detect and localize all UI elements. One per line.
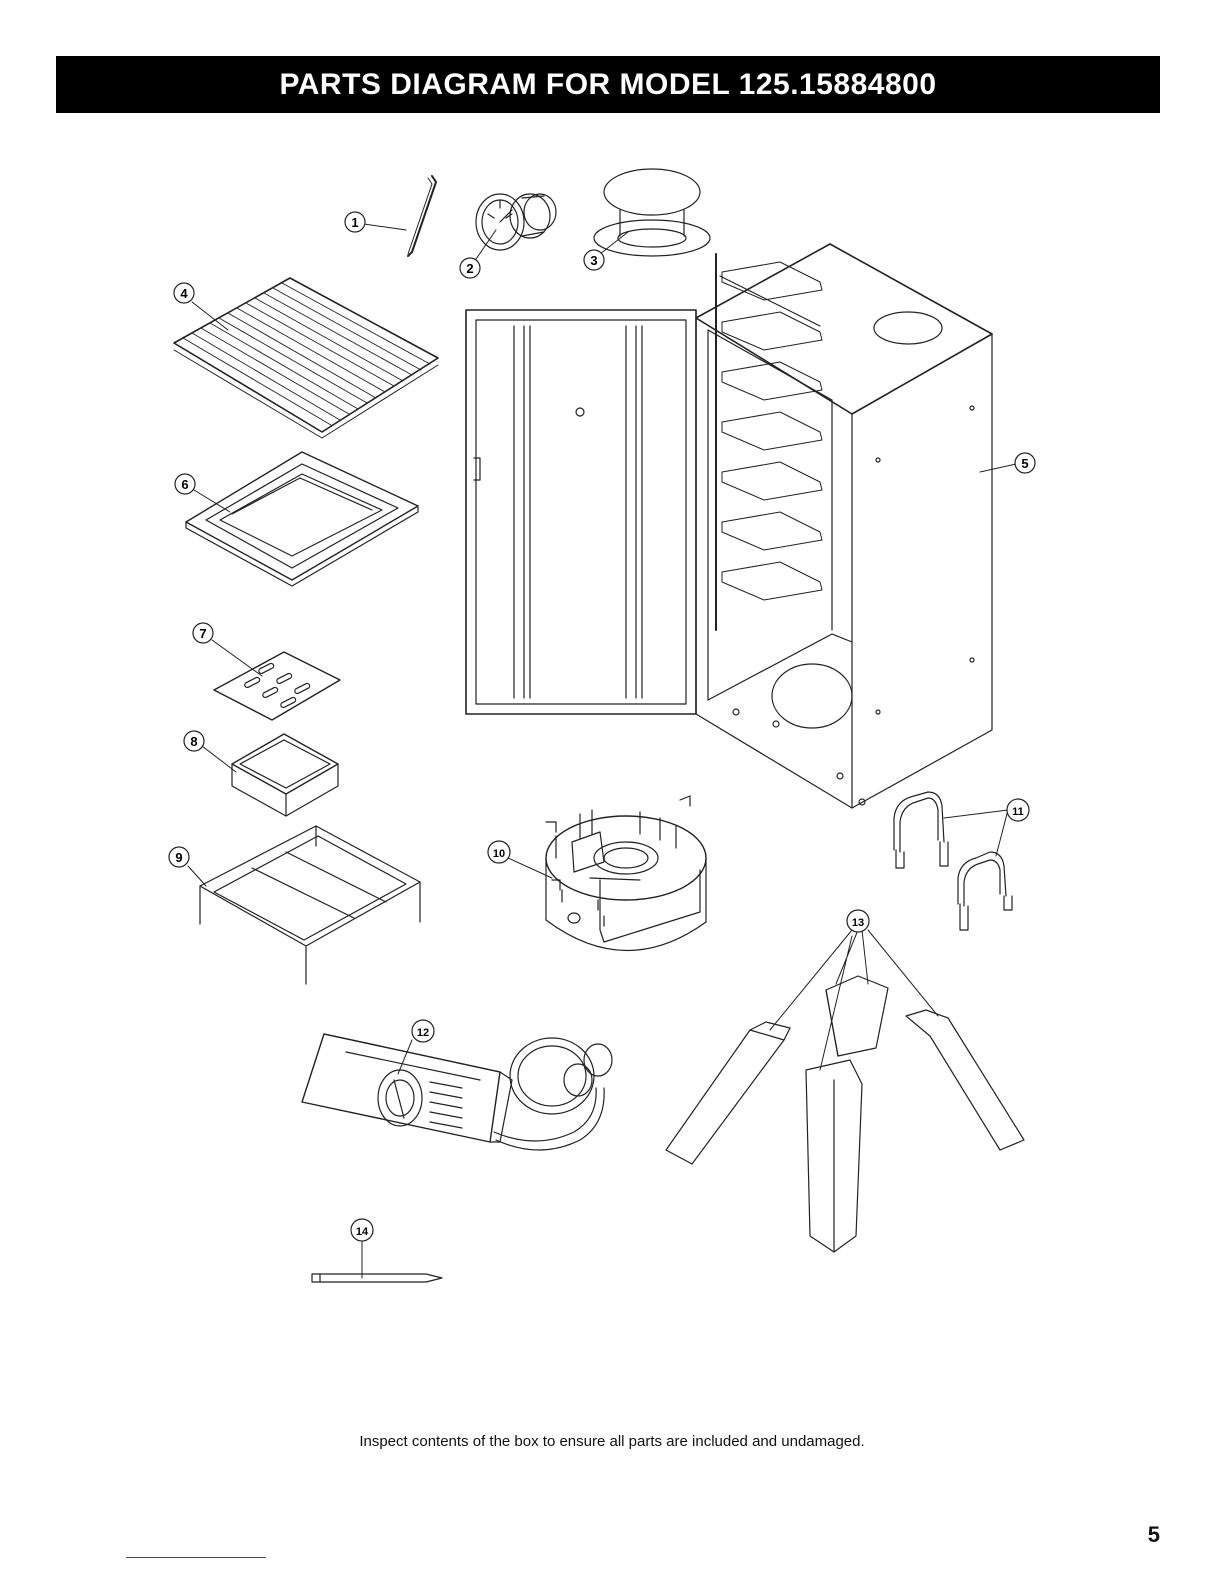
callout-5: 5: [1015, 453, 1035, 473]
part-chip-box: [232, 734, 338, 816]
svg-text:4: 4: [180, 286, 188, 301]
part-chip-tray-cover: [214, 652, 340, 720]
part-vent-cap: [594, 169, 710, 256]
part-hook: [408, 176, 436, 256]
callout-group: 1 2 3 4 5 6 7 8 9 10 11 12 13 14: [169, 212, 1035, 1241]
svg-text:8: 8: [190, 734, 197, 749]
svg-text:7: 7: [199, 626, 206, 641]
callout-8: 8: [184, 731, 204, 751]
callout-10: 10: [488, 841, 510, 863]
svg-text:2: 2: [466, 261, 473, 276]
svg-text:3: 3: [590, 253, 597, 268]
svg-text:9: 9: [175, 850, 182, 865]
part-cabinet: [466, 244, 992, 808]
callout-3: 3: [584, 250, 604, 270]
callout-12: 12: [412, 1020, 434, 1042]
svg-text:1: 1: [351, 215, 358, 230]
svg-text:12: 12: [417, 1027, 429, 1039]
callout-14: 14: [351, 1219, 373, 1241]
inspection-note: Inspect contents of the box to ensure al…: [0, 1433, 1224, 1450]
callout-7: 7: [193, 623, 213, 643]
svg-text:11: 11: [1012, 806, 1024, 818]
part-burner-assembly: [546, 796, 706, 951]
callout-6: 6: [175, 474, 195, 494]
part-pan-support: [200, 826, 420, 984]
part-handles: [894, 792, 1012, 930]
page-number: 5: [1148, 1522, 1160, 1548]
part-water-pan: [186, 452, 418, 586]
part-probe: [312, 1274, 442, 1282]
part-legs: [666, 976, 1024, 1252]
callout-4: 4: [174, 283, 194, 303]
svg-text:13: 13: [852, 917, 864, 929]
callout-13: 13: [847, 910, 869, 932]
part-cooking-rack: [174, 278, 438, 438]
svg-text:10: 10: [493, 848, 505, 860]
svg-text:5: 5: [1021, 456, 1028, 471]
callout-2: 2: [460, 258, 480, 278]
footer-rule: [126, 1557, 266, 1558]
svg-text:6: 6: [181, 477, 188, 492]
callout-1: 1: [345, 212, 365, 232]
callout-11: 11: [1007, 799, 1029, 821]
callout-9: 9: [169, 847, 189, 867]
part-control-panel: [302, 1034, 612, 1150]
svg-text:14: 14: [356, 1226, 369, 1238]
